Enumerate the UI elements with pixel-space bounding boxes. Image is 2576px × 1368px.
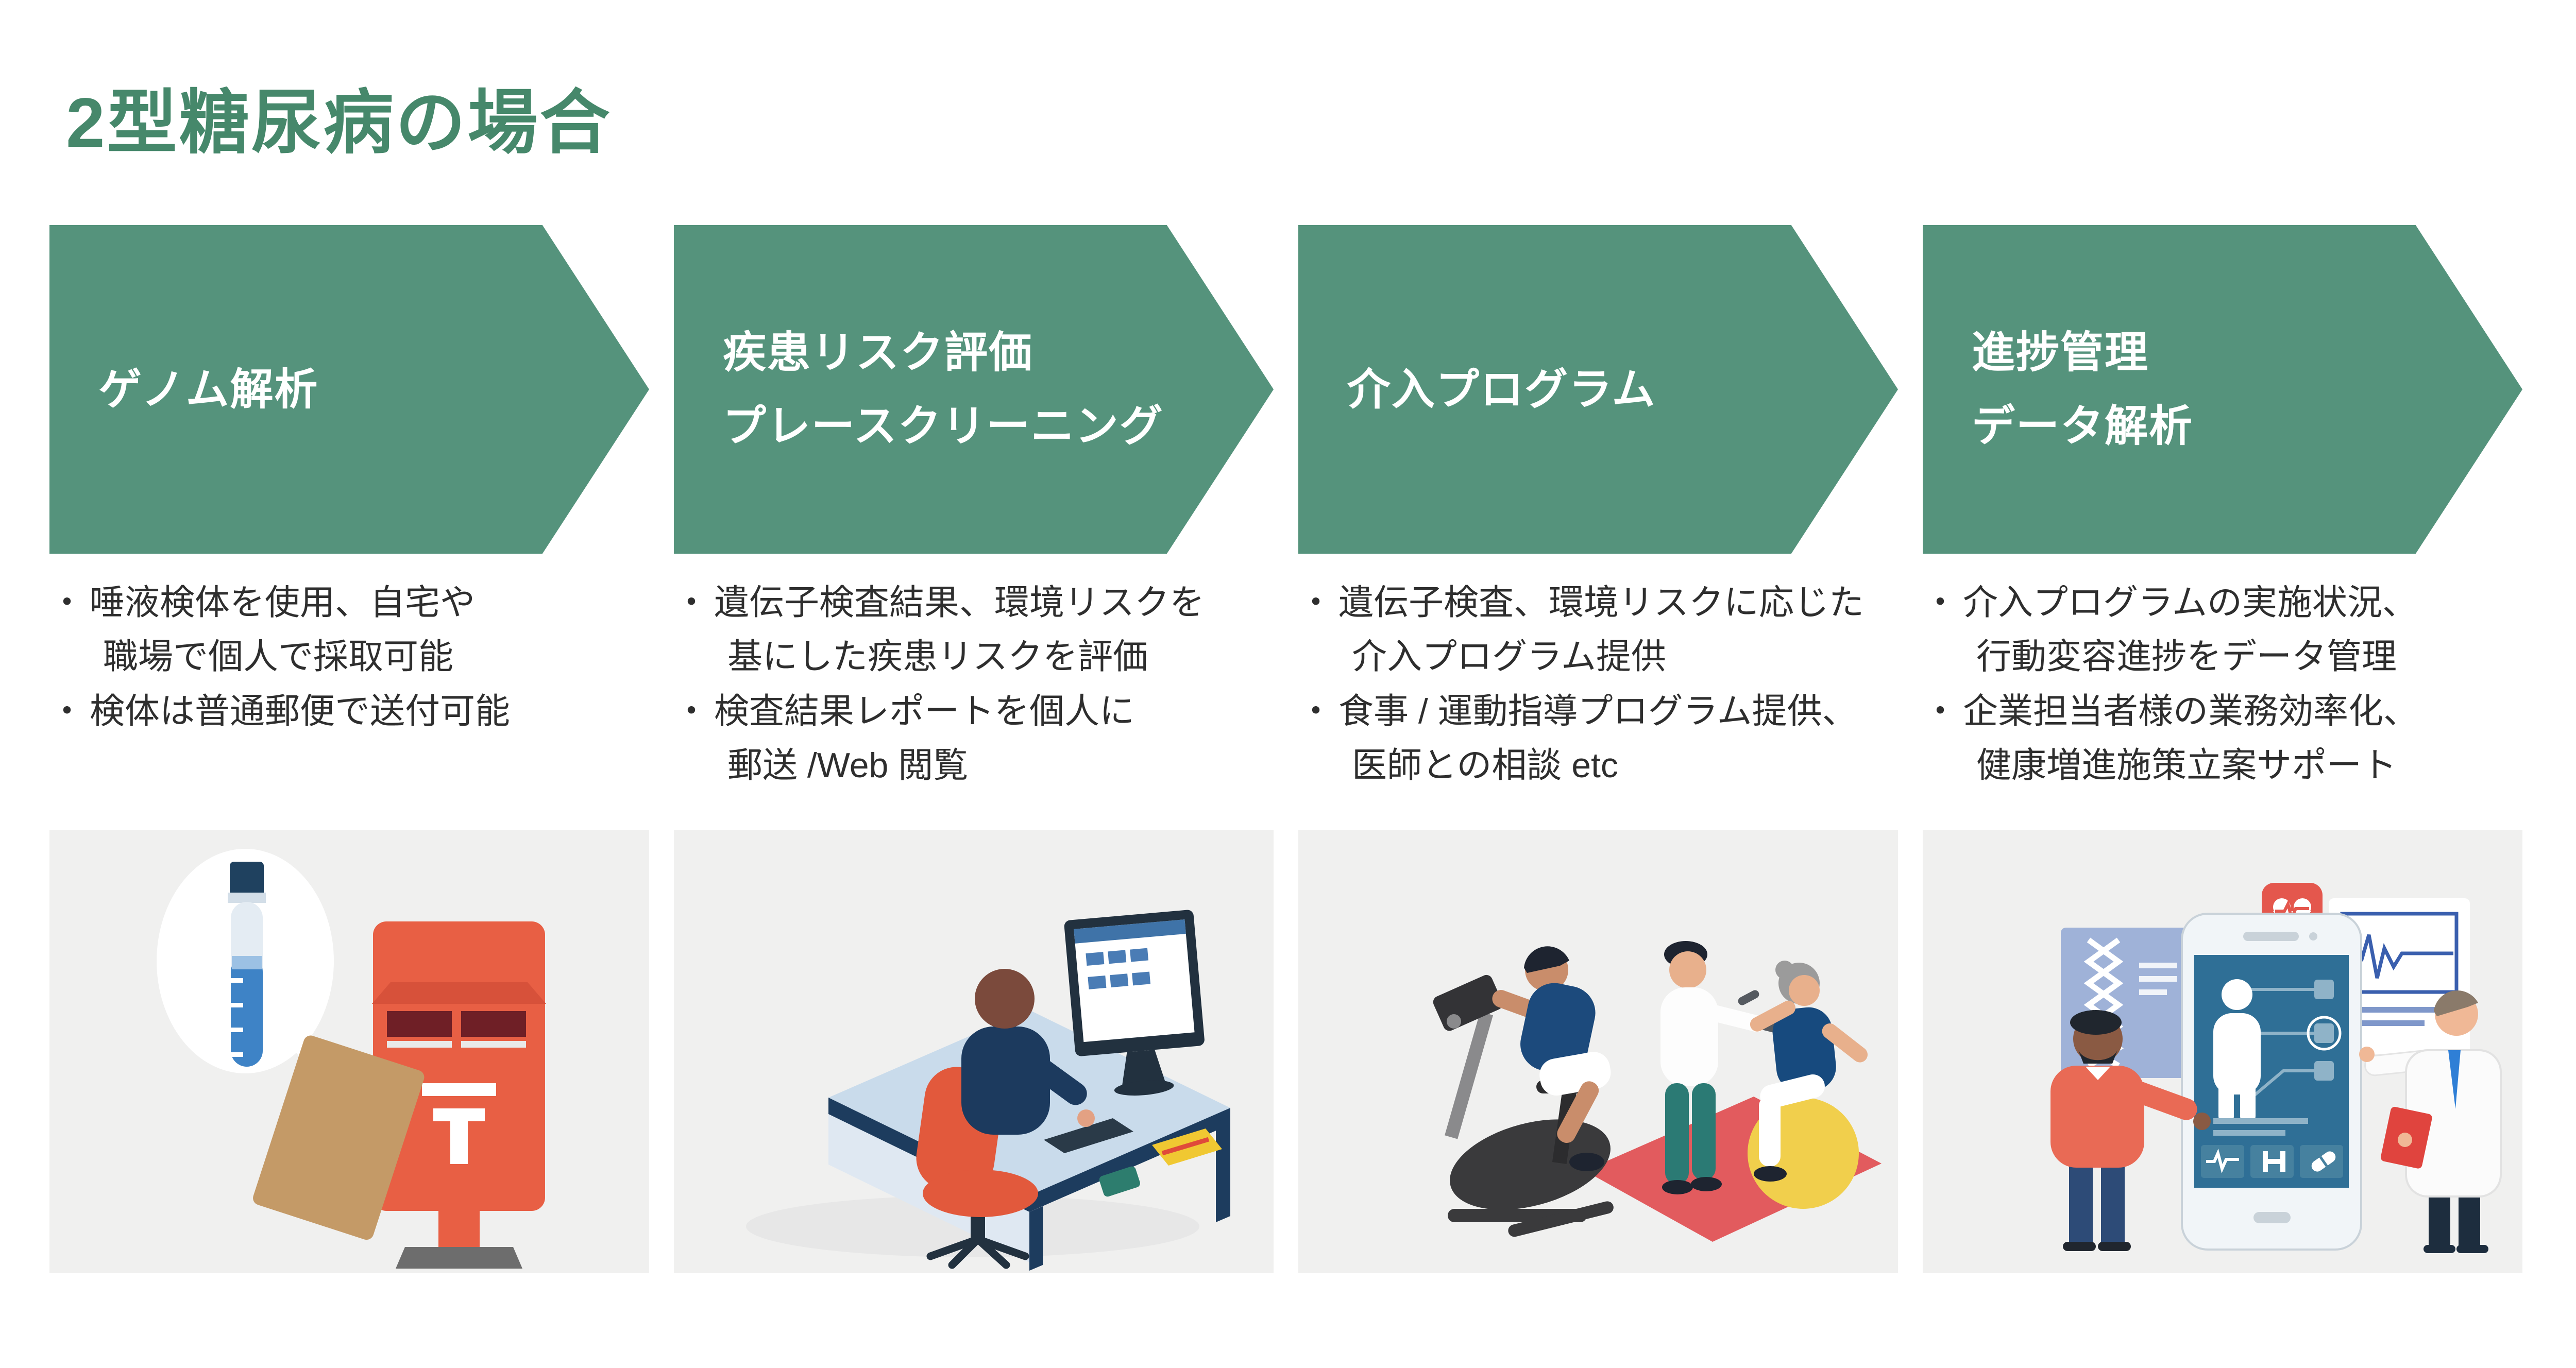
- bullet-list-progress: ・ 介入プログラムの実施状況、行動変容進捗をデータ管理 ・ 企業担当者様の業務効…: [1923, 576, 2522, 793]
- app-tiles: [2201, 1145, 2343, 1178]
- tie: [2448, 1050, 2461, 1109]
- doctor-figure: [2359, 990, 2502, 1253]
- step-header: 疾患リスク評価: [723, 328, 1033, 377]
- bullet-line: 行動変容進捗をデータ管理: [1976, 637, 2397, 677]
- postal-mark-icon: [422, 1083, 496, 1164]
- illustration-panel-desk: [674, 830, 1274, 1273]
- illustration-panel-postbox: [49, 830, 649, 1273]
- monitor-icon: [1064, 910, 1205, 1096]
- step-descriptions-row: ・ 唾液検体を使用、自宅や職場で個人で採取可能 ・ 検体は普通郵便で送付可能 ・…: [49, 576, 2522, 793]
- bullet-marker: ・: [1298, 583, 1334, 622]
- bullet-item: ・ 食事 / 運動指導プログラム提供、医師との相談 etc: [1298, 685, 1898, 793]
- pill-glyph: [2311, 1151, 2336, 1172]
- bullet-item: ・ 遺伝子検査結果、環境リスクを基にした疾患リスクを評価: [674, 576, 1274, 685]
- body-diagram: [2213, 979, 2342, 1123]
- senior-figure: [1738, 961, 1868, 1182]
- bullet-line: 介入プログラム提供: [1352, 637, 1666, 677]
- bullet-item: ・ 検査結果レポートを個人に郵送 /Web 閲覧: [674, 685, 1274, 793]
- bullet-line: 健康増進施策立案サポート: [1976, 746, 2397, 785]
- step-header-line2: プレースクリーニング: [723, 402, 1164, 450]
- pencil-icon: [1161, 1137, 1210, 1156]
- bullet-item: ・ 遺伝子検査、環境リスクに応じた介入プログラム提供: [1298, 576, 1898, 685]
- postbox-illustration: [157, 849, 546, 1269]
- bullet-list-intervention: ・ 遺伝子検査、環境リスクに応じた介入プログラム提供 ・ 食事 / 運動指導プロ…: [1298, 576, 1898, 793]
- smartphone-icon: [2181, 913, 2362, 1251]
- step-arrow-genome-analysis: ゲノム解析: [49, 225, 649, 554]
- bullet-marker: ・: [1923, 583, 1958, 622]
- bullet-item: ・ 検体は普通郵便で送付可能: [49, 685, 649, 739]
- bullet-line: 医師との相談 etc: [1352, 746, 1618, 785]
- bullet-marker: ・: [674, 691, 709, 731]
- phone-icon: [1099, 1166, 1140, 1197]
- person-at-desk: [961, 969, 1095, 1135]
- bullet-item: ・ 介入プログラムの実施状況、行動変容進捗をデータ管理: [1923, 576, 2522, 685]
- illustration-panel-exercise: [1298, 830, 1898, 1273]
- illustration-panel-health-app: [1923, 830, 2522, 1273]
- step-arrow-risk-assessment: 疾患リスク評価 プレースクリーニング: [674, 225, 1274, 554]
- bike-rider-figure: [1492, 946, 1611, 1171]
- bullet-marker: ・: [49, 691, 85, 731]
- bullet-line: 食事 / 運動指導プログラム提供、: [1338, 691, 1857, 731]
- bullet-line: 郵送 /Web 閲覧: [727, 746, 969, 785]
- trainer-figure: [1660, 941, 1780, 1194]
- bullet-line: 企業担当者様の業務効率化、: [1963, 691, 2419, 731]
- bullet-line: 介入プログラムの実施状況、: [1963, 583, 2417, 622]
- bullet-list-genome: ・ 唾液検体を使用、自宅や職場で個人で採取可能 ・ 検体は普通郵便で送付可能: [49, 576, 649, 793]
- health-app-illustration: [2050, 883, 2502, 1253]
- bullet-list-risk: ・ 遺伝子検査結果、環境リスクを基にした疾患リスクを評価 ・ 検査結果レポートを…: [674, 576, 1274, 793]
- bullet-line: 検体は普通郵便で送付可能: [90, 691, 511, 731]
- keyboard-icon: [1044, 1118, 1133, 1153]
- hospital-glyph: [2263, 1151, 2285, 1172]
- bullet-marker: ・: [674, 583, 709, 622]
- process-arrows-row: ゲノム解析 疾患リスク評価 プレースクリーニング 介入プログラム 進捗管理 デー…: [49, 225, 2522, 554]
- pulse-glyph: [2206, 1148, 2239, 1173]
- head-hair: [975, 969, 1035, 1029]
- step-arrow-intervention-program: 介入プログラム: [1298, 225, 1898, 554]
- exercise-illustration: [1433, 941, 1882, 1242]
- test-tube-icon: [228, 862, 266, 1067]
- hand: [1077, 1109, 1095, 1127]
- bullet-line: 遺伝子検査、環境リスクに応じた: [1338, 583, 1865, 622]
- desk-computer-illustration: [746, 910, 1230, 1271]
- bullet-line: [510, 692, 523, 731]
- step-arrow-progress-management: 進捗管理 データ解析: [1923, 225, 2522, 554]
- postbox-icon: [372, 921, 546, 1269]
- patient-figure: [2050, 1010, 2211, 1251]
- bullet-marker: ・: [49, 583, 85, 622]
- step-header-line2: データ解析: [1972, 402, 2194, 450]
- bullet-line: 唾液検体を使用、自宅や: [90, 583, 476, 622]
- envelope-icon: [253, 1035, 425, 1240]
- bullet-line: 遺伝子検査結果、環境リスクを: [714, 583, 1205, 622]
- step-header: ゲノム解析: [98, 365, 319, 414]
- desk-accessories: [1044, 1118, 1222, 1197]
- bullet-marker: ・: [1298, 691, 1334, 731]
- bullet-marker: ・: [1923, 691, 1958, 731]
- bullet-line: 基にした疾患リスクを評価: [727, 637, 1148, 677]
- page-title: 2型糖尿病の場合: [66, 83, 612, 162]
- bullet-line: 検査結果レポートを個人に: [714, 691, 1135, 731]
- step-header: 進捗管理: [1972, 328, 2149, 377]
- illustrations-row: [49, 830, 2522, 1273]
- bullet-line: 職場で個人で採取可能: [103, 637, 454, 677]
- bullet-item: ・ 唾液検体を使用、自宅や職場で個人で採取可能: [49, 576, 649, 685]
- ecg-chart-icon: [2329, 898, 2470, 1054]
- step-header: 介入プログラム: [1347, 365, 1656, 414]
- bullet-item: ・ 企業担当者様の業務効率化、健康増進施策立案サポート: [1923, 685, 2522, 793]
